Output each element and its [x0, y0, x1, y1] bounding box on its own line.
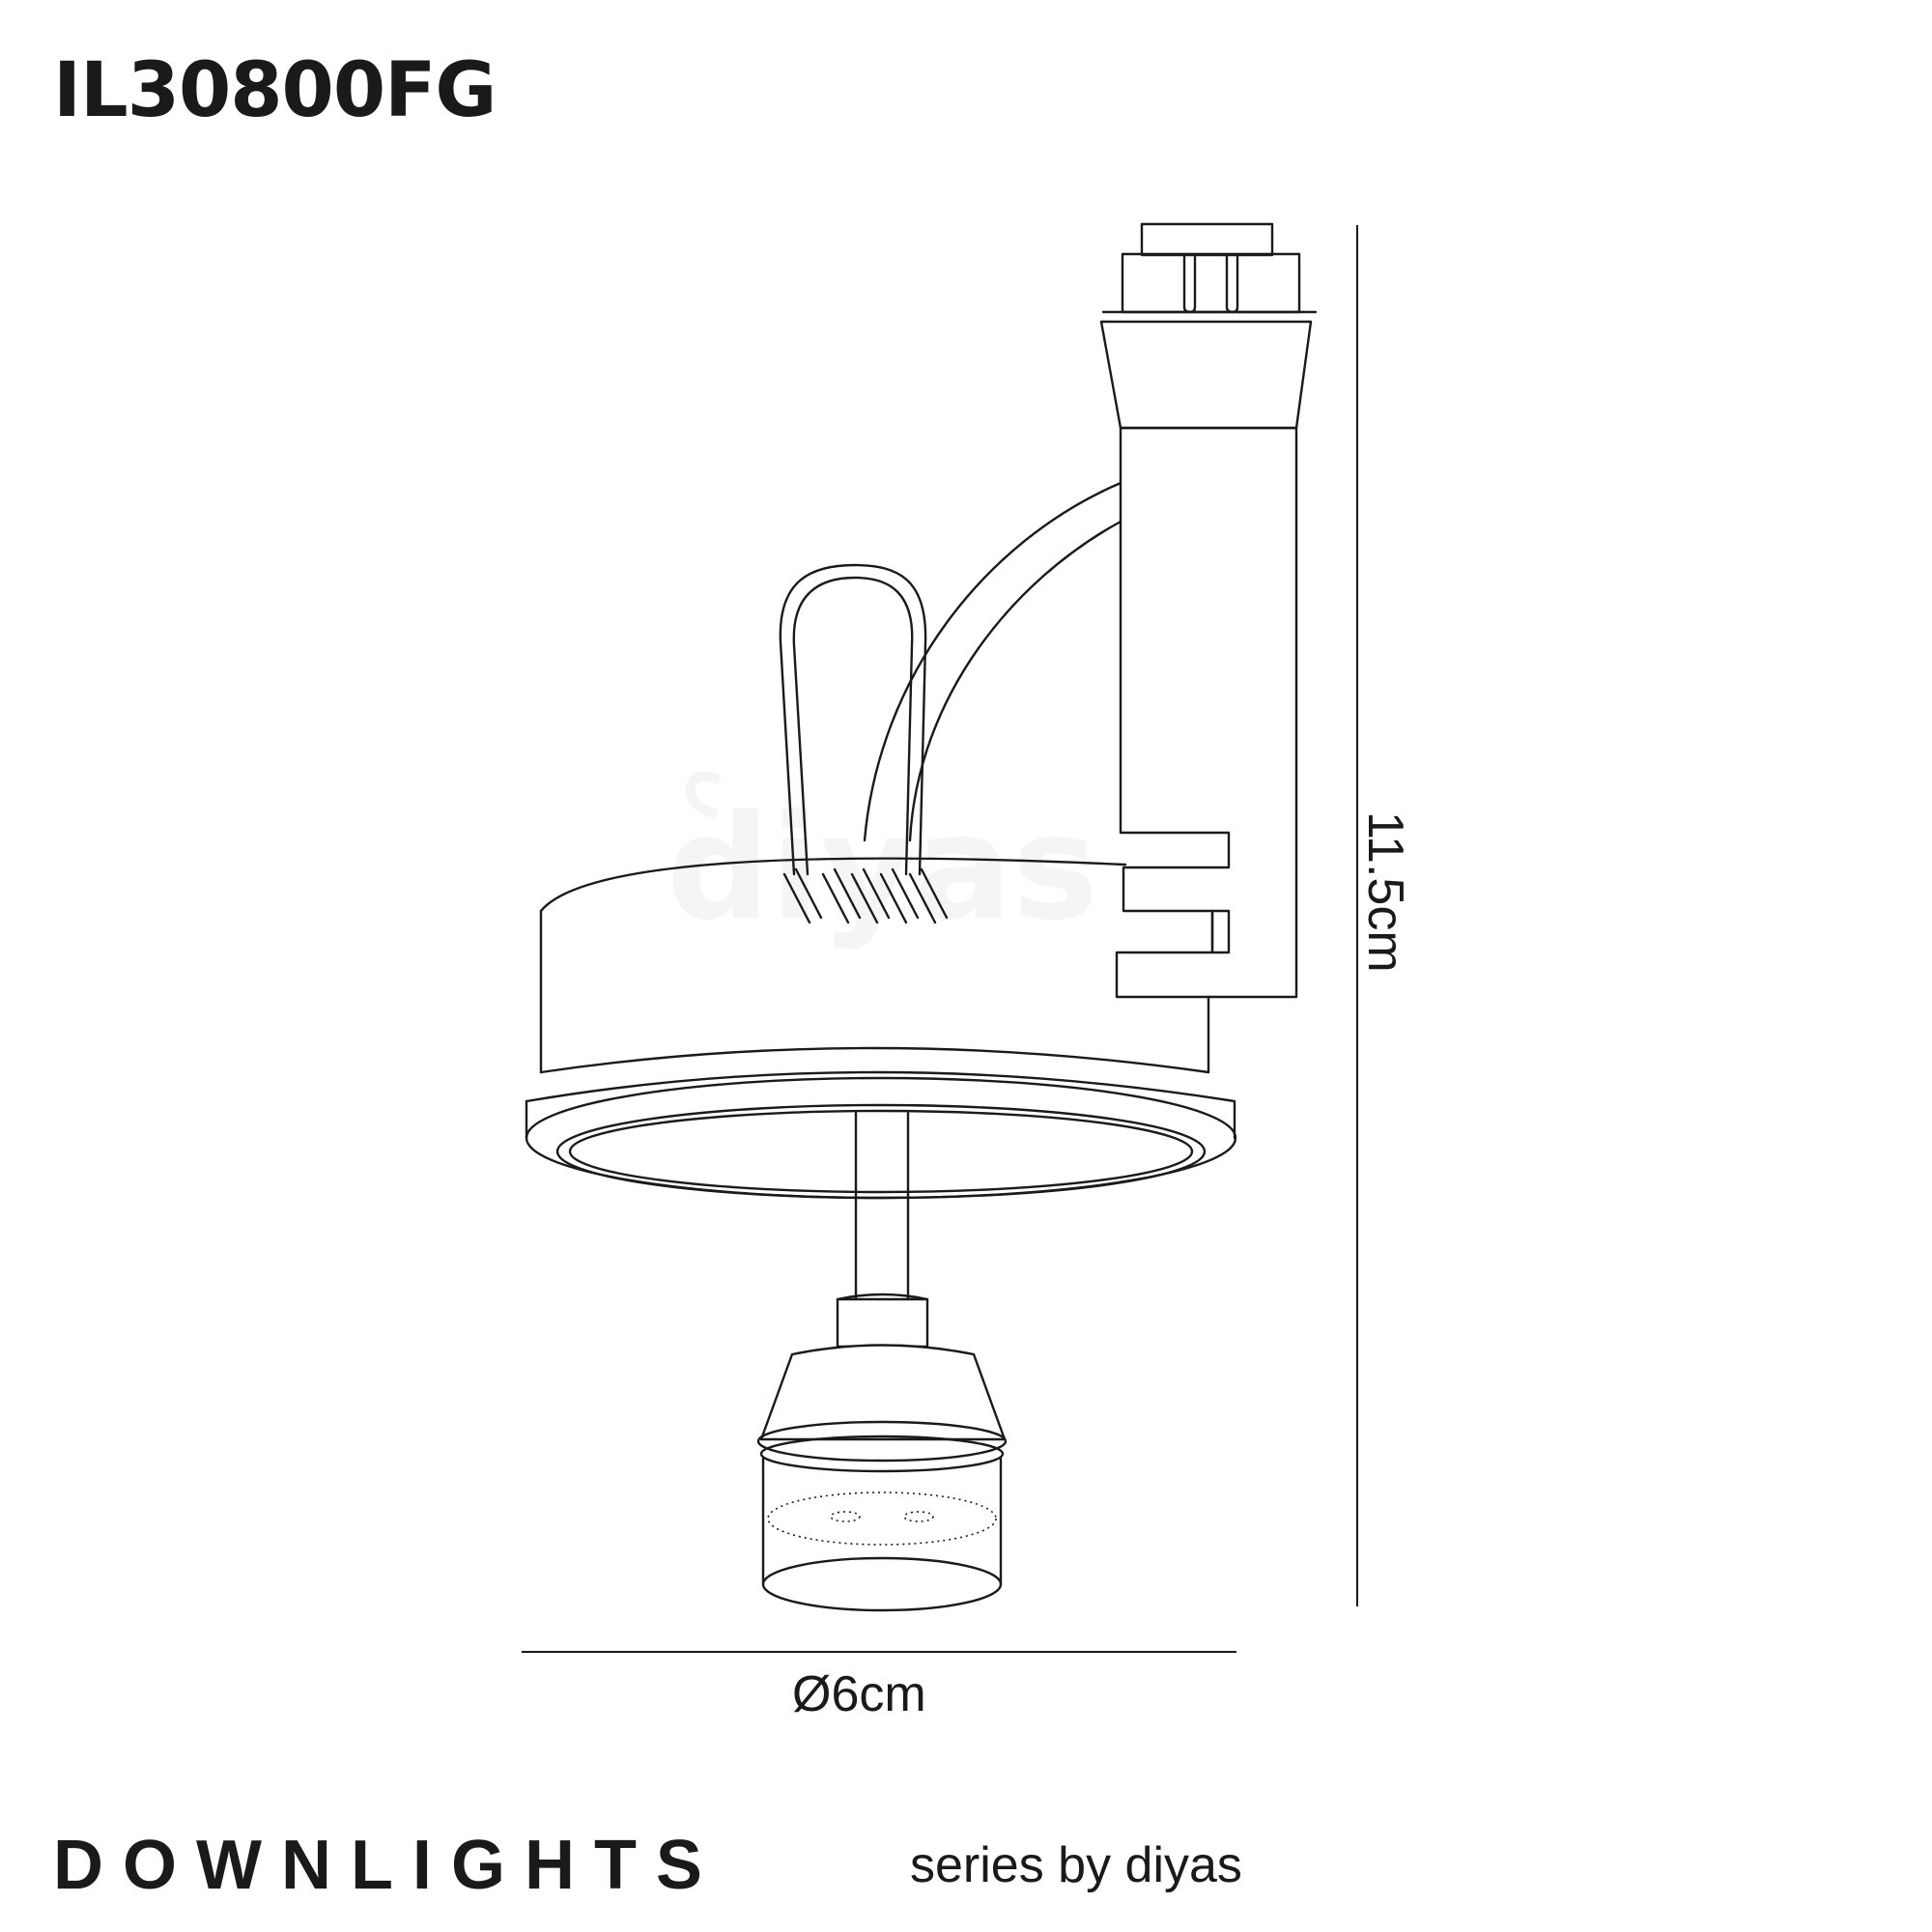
spring-clip — [779, 563, 949, 924]
product-code: IL30800FG — [53, 47, 497, 134]
lamp-holder — [756, 1293, 1008, 1473]
diyas-watermark-logo: diyas — [667, 772, 1098, 952]
series-byline: series by diyas — [910, 1837, 1242, 1893]
series-title: DOWNLIGHTS — [53, 1827, 722, 1904]
track-adapter-connector — [1099, 222, 1318, 430]
driver-housing — [539, 857, 1210, 1074]
lamp-stem — [854, 1111, 910, 1301]
svg-text:diyas: diyas — [667, 784, 1098, 952]
power-cable — [863, 481, 1122, 842]
adapter-body — [1115, 426, 1298, 999]
height-dimension-label: 11.5cm — [1357, 811, 1413, 973]
trim-ring — [525, 1046, 1237, 1200]
lamp-bulb — [761, 1457, 1003, 1612]
diameter-dimension-label: Ø6cm — [792, 1666, 926, 1722]
